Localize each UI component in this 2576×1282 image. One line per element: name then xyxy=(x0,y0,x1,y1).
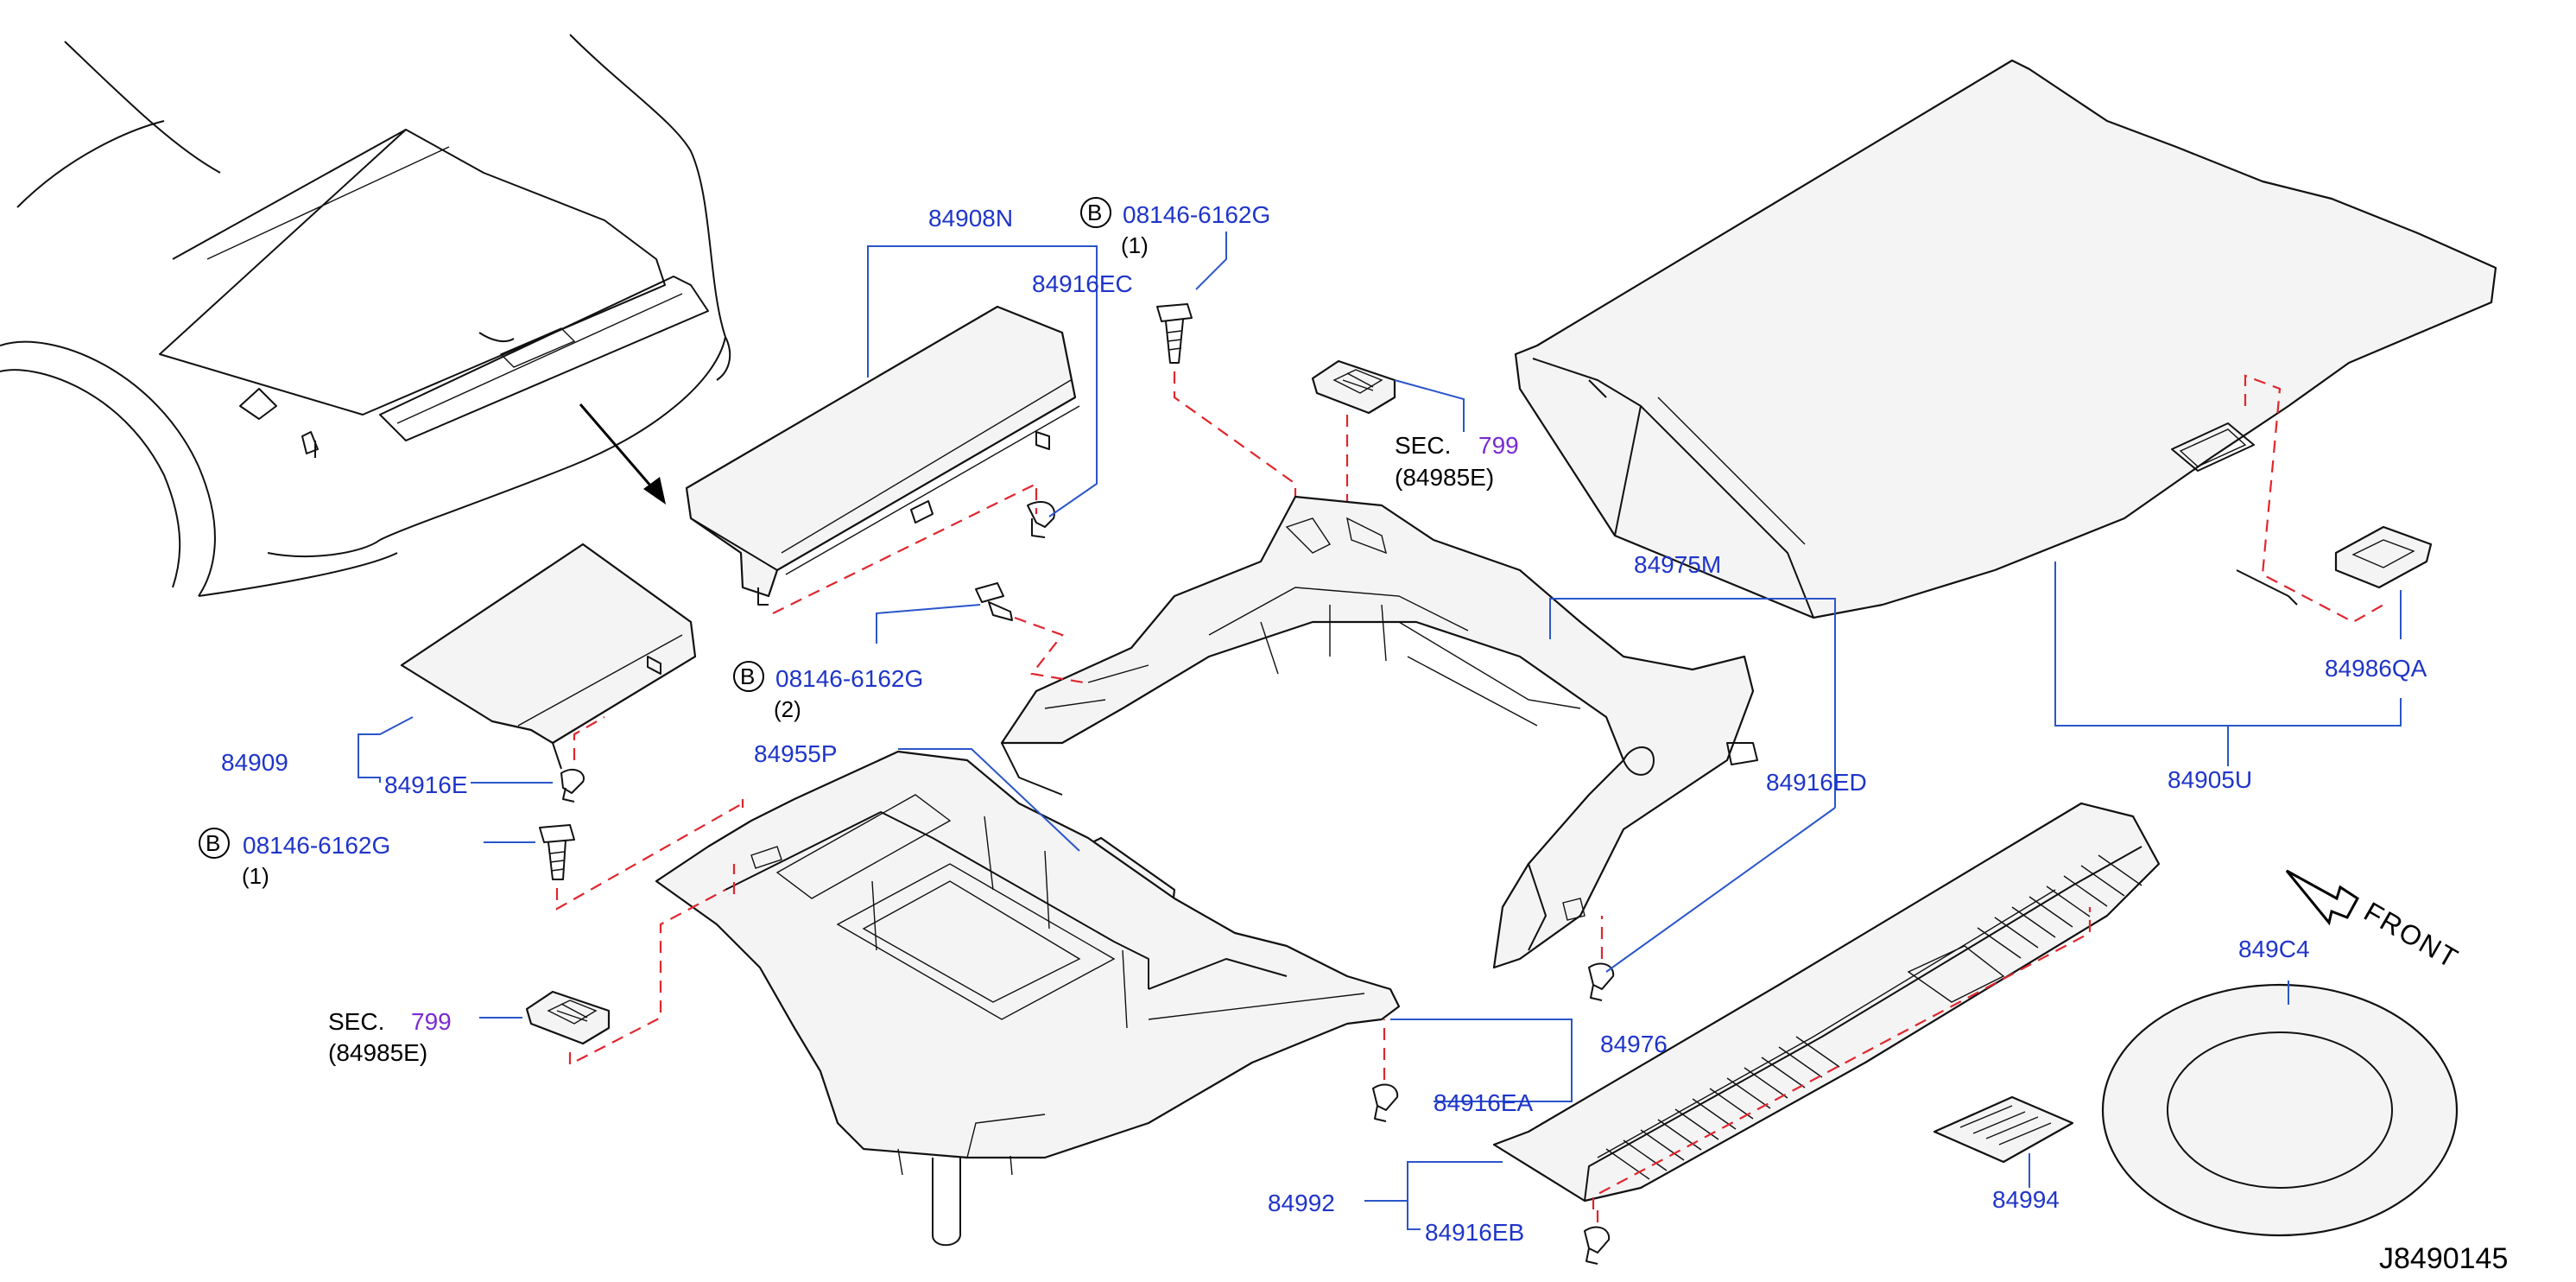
bolt-08146-6162g-top xyxy=(1156,303,1193,364)
cover-board-84905u xyxy=(1514,59,2497,619)
dash-link-bolt-left xyxy=(555,803,744,911)
clip-sec799-left xyxy=(525,990,611,1045)
bolt-mark-top: B xyxy=(1087,200,1102,225)
diagram-code: J8490145 xyxy=(2379,1242,2508,1275)
clip-84916ea xyxy=(1372,1083,1399,1122)
sec-top-number: 799 xyxy=(1478,432,1519,459)
label-84916ed: 84916ED xyxy=(1766,769,1867,796)
callout-bolt-top: B 08146-6162G (1) xyxy=(1080,197,1270,258)
sec-top-ref: (84985E) xyxy=(1395,464,1494,491)
trim-84986qa xyxy=(2334,525,2433,589)
callout-84908n: 84908N xyxy=(928,205,1013,232)
label-84916e: 84916E xyxy=(384,771,468,798)
label-849c4: 849C4 xyxy=(2238,936,2310,962)
clip-84916e xyxy=(560,768,585,803)
sec-left-number: 799 xyxy=(411,1008,452,1035)
label-84916eb: 84916EB xyxy=(1425,1219,1524,1246)
clip-sec799-top xyxy=(1311,359,1396,415)
sec-left-label: SEC. xyxy=(328,1008,384,1035)
qty-bolt-mid: (2) xyxy=(774,696,801,722)
dash-link-84905u xyxy=(2244,374,2384,624)
dash-link-bolt-top xyxy=(1173,371,1297,505)
label-84976: 84976 xyxy=(1600,1031,1668,1057)
callout-sec-top: SEC. 799 (84985E) xyxy=(1395,432,1519,491)
clip-84916eb xyxy=(1584,1226,1611,1265)
dash-link-84992 xyxy=(1592,907,2092,1209)
qty-bolt-top: (1) xyxy=(1121,232,1149,258)
leader-lines xyxy=(358,232,2402,1230)
callout-sec-left: SEC. 799 (84985E) xyxy=(328,1008,452,1066)
sec-top-label: SEC. xyxy=(1395,432,1451,459)
label-84905u: 84905U xyxy=(2168,766,2252,793)
bolt-08146-6162g-mid xyxy=(975,582,1013,621)
dash-link-84909 xyxy=(573,716,605,760)
vehicle-rear-illustration xyxy=(0,34,731,597)
label-84955p: 84955P xyxy=(754,740,838,767)
label-bolt-top: 08146-6162G xyxy=(1123,201,1270,228)
label-84908n: 84908N xyxy=(928,205,1013,232)
bolt-mark-left: B xyxy=(206,830,220,856)
dash-link-bolt-mid xyxy=(1014,616,1085,684)
clip-84916ec xyxy=(1027,501,1055,538)
label-84994: 84994 xyxy=(1992,1186,2060,1213)
dash-link-sec-left xyxy=(568,889,726,1066)
callout-bolt-mid: B 08146-6162G (2) xyxy=(733,661,923,722)
label-bolt-mid: 08146-6162G xyxy=(775,665,923,692)
label-84992: 84992 xyxy=(1268,1190,1335,1216)
front-label: FRONT xyxy=(2359,896,2465,974)
floor-tray xyxy=(655,750,1401,1247)
label-84986qa: 84986QA xyxy=(2325,655,2427,682)
label-84975m: 84975M xyxy=(1634,551,1721,578)
bolt-08146-6162g-left xyxy=(539,824,575,880)
board-84909 xyxy=(400,543,697,770)
bolt-mark-mid: B xyxy=(740,663,755,689)
label-84916ea: 84916EA xyxy=(1434,1089,1534,1116)
qty-bolt-left: (1) xyxy=(242,863,269,889)
trim-84975m xyxy=(1000,495,1758,969)
label-bolt-left: 08146-6162G xyxy=(243,832,390,859)
front-direction-arrow xyxy=(2285,869,2359,926)
sill-plate-84992 xyxy=(1492,802,2161,1203)
label-84909: 84909 xyxy=(221,749,288,776)
callout-bolt-left: B 08146-6162G (1) xyxy=(199,828,390,889)
sec-left-ref: (84985E) xyxy=(328,1039,427,1066)
dash-link-floor xyxy=(732,799,744,894)
pad-84994 xyxy=(1933,1095,2074,1164)
board-84908n xyxy=(685,305,1080,606)
label-84916ec: 84916EC xyxy=(1032,270,1133,297)
mat-849c4 xyxy=(2101,983,2459,1237)
